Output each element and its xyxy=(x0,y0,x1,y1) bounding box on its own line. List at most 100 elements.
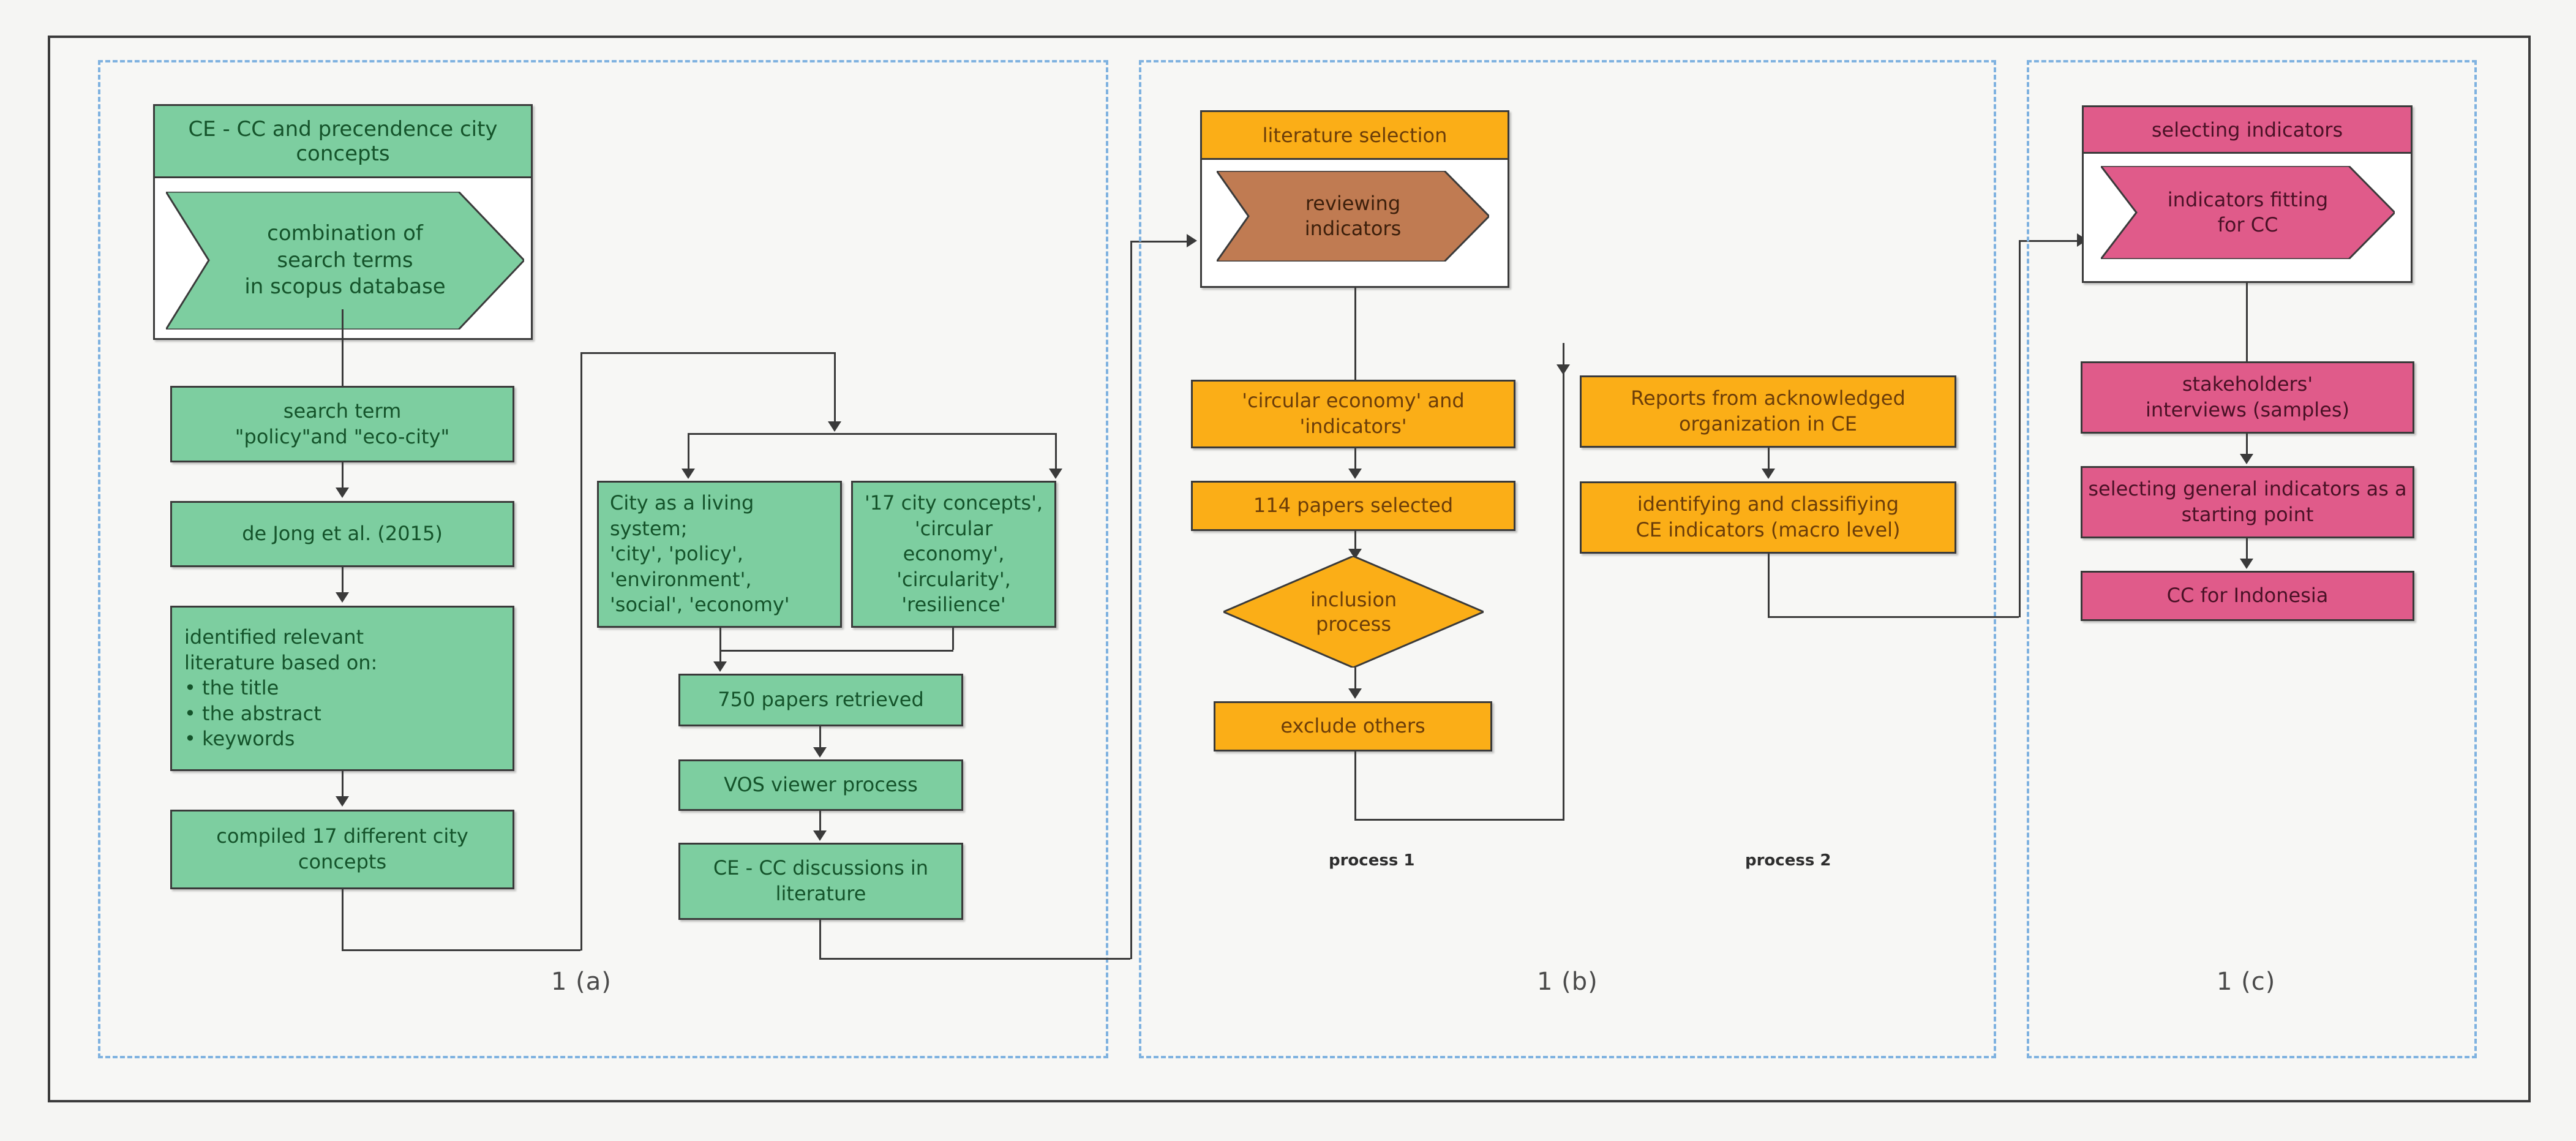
diamond-shape xyxy=(1223,556,1484,668)
node-stakeholders-interviews: stakeholders' interviews (samples) xyxy=(2081,361,2414,434)
connector-panelc-entry-right xyxy=(2019,240,2082,242)
group-header-label-b: literature selection xyxy=(1262,123,1448,147)
group-header-label: CE - CC and precendence city concepts xyxy=(188,116,498,166)
arrowhead-exclude xyxy=(1348,688,1362,699)
connector-panelc-entry-up xyxy=(2019,240,2021,617)
panel-1b xyxy=(1139,60,1996,1058)
node-search-term-label: search term "policy"and "eco-city" xyxy=(235,399,450,448)
panel-1b-label: 1 (b) xyxy=(1537,968,1598,996)
connector-cecc-up xyxy=(1130,241,1132,959)
arrowhead-concepts17 xyxy=(1049,469,1062,479)
chevron-reviewing-indicators: reviewing indicators xyxy=(1217,171,1489,262)
arrowhead-vos xyxy=(813,747,827,758)
arrowhead-city-living xyxy=(682,469,695,479)
chevron-shape xyxy=(166,192,524,329)
group-header-selecting-indicators: selecting indicators xyxy=(2084,107,2411,154)
connector-750-to-vos xyxy=(819,726,821,751)
node-circular-economy-label: 'circular economy' and 'indicators' xyxy=(1242,389,1465,438)
arrowhead-selecting-general xyxy=(2240,454,2253,464)
node-selecting-general-label: selecting general indicators as a starti… xyxy=(2088,477,2407,526)
node-selecting-general-indicators: selecting general indicators as a starti… xyxy=(2081,466,2414,538)
chevron-label-c: indicators fitting for CC xyxy=(2167,188,2329,236)
connector-top-rail xyxy=(580,352,834,354)
connector-17concepts-left xyxy=(719,650,953,652)
connector-identifying-down xyxy=(1768,554,1770,616)
connector-compiled-right xyxy=(342,949,580,951)
connector-cecc-to-reviewing xyxy=(1130,241,1192,243)
node-17-concepts-label: '17 city concepts', 'circular economy', … xyxy=(864,491,1043,617)
node-compiled-label: compiled 17 different city concepts xyxy=(216,824,468,873)
node-de-jong: de Jong et al. (2015) xyxy=(170,501,514,567)
connector-identified-to-compiled xyxy=(342,771,344,800)
connector-selectinggeneral-to-ccindonesia xyxy=(2246,538,2248,562)
node-de-jong-label: de Jong et al. (2015) xyxy=(242,522,443,546)
node-17-city-concepts: '17 city concepts', 'circular economy', … xyxy=(851,481,1056,628)
connector-cecc-right xyxy=(819,958,1130,960)
connector-cityliving-down xyxy=(719,628,721,666)
group-header-literature-selection: literature selection xyxy=(1202,112,1508,160)
node-city-living-label: City as a living system; 'city', 'policy… xyxy=(610,491,790,617)
node-cecc-discussions: CE - CC discussions in literature xyxy=(678,843,963,920)
chevron-indicators-fitting-for-cc: indicators fitting for CC xyxy=(2101,166,2395,259)
connector-exclude-right xyxy=(1354,819,1563,821)
connector-cecc-down xyxy=(819,920,821,958)
process-1-label: process 1 xyxy=(1329,851,1415,870)
node-city-as-living-system: City as a living system; 'city', 'policy… xyxy=(597,481,842,628)
node-search-term: search term "policy"and "eco-city" xyxy=(170,386,514,462)
connector-selecting-to-stakeholders xyxy=(2246,283,2248,361)
node-750-papers-retrieved: 750 papers retrieved xyxy=(678,674,963,726)
panel-1c-label: 1 (c) xyxy=(2217,968,2276,996)
decision-inclusion-process: inclusion process xyxy=(1223,556,1484,668)
connector-chevron-to-searchterm xyxy=(342,309,344,386)
connector-identifying-right xyxy=(1768,616,2019,618)
node-vos-viewer-process: VOS viewer process xyxy=(678,759,963,811)
group-ce-cc-precedence: CE - CC and precendence city concepts co… xyxy=(153,104,533,340)
arrowhead-reviewing-indicators xyxy=(1187,234,1197,247)
arrowhead-reports xyxy=(1556,364,1570,375)
connector-literaturesel-down xyxy=(1354,288,1356,380)
node-compiled-17-concepts: compiled 17 different city concepts xyxy=(170,810,514,889)
arrowhead-cecc-disc xyxy=(813,830,827,841)
node-exclude-others-label: exclude others xyxy=(1280,714,1425,738)
group-header-label-c: selecting indicators xyxy=(2151,118,2343,141)
node-exclude-others: exclude others xyxy=(1214,701,1492,751)
node-identifying-label: identifying and classifiying CE indicato… xyxy=(1635,492,1901,541)
connector-second-rail-right-drop xyxy=(1055,433,1057,473)
decision-inclusion-label: inclusion process xyxy=(1310,588,1397,636)
connector-compiled-down xyxy=(342,889,344,949)
connector-second-rail-left-drop xyxy=(688,433,689,473)
node-cc-indonesia-label: CC for Indonesia xyxy=(2166,584,2329,608)
connector-vos-to-cecc xyxy=(819,811,821,834)
connector-17concepts-down xyxy=(952,628,954,650)
node-114-papers-selected: 114 papers selected xyxy=(1191,481,1515,531)
connector-searchterm-to-dejong xyxy=(342,462,344,492)
node-cc-for-indonesia: CC for Indonesia xyxy=(2081,571,2414,621)
group-literature-selection: literature selection reviewing indicator… xyxy=(1200,110,1509,288)
connector-top-rail-drop xyxy=(834,352,836,426)
node-identifying-classifying-ce-indicators: identifying and classifiying CE indicato… xyxy=(1580,481,1956,554)
node-114-papers-label: 114 papers selected xyxy=(1253,494,1454,518)
connector-exclude-down xyxy=(1354,751,1356,819)
node-circular-economy-indicators: 'circular economy' and 'indicators' xyxy=(1191,380,1515,448)
panel-1c xyxy=(2027,60,2477,1058)
arrowhead-identifying xyxy=(1762,469,1775,479)
chevron-label: combination of search terms in scopus da… xyxy=(244,221,446,299)
chevron-shape-c xyxy=(2101,166,2395,259)
node-reports-acknowledged-org: Reports from acknowledged organization i… xyxy=(1580,375,1956,448)
node-stakeholders-label: stakeholders' interviews (samples) xyxy=(2145,372,2350,421)
node-identified-label: identified relevant literature based on:… xyxy=(184,625,378,751)
arrowhead-750-papers xyxy=(713,661,727,672)
node-750-papers-label: 750 papers retrieved xyxy=(718,688,924,712)
connector-reports-to-identifying xyxy=(1768,448,1770,472)
arrowhead-dejong xyxy=(336,488,349,498)
connector-second-rail xyxy=(688,433,1055,435)
connector-stakeholders-to-selectinggeneral xyxy=(2246,434,2248,457)
group-header-ce-cc-precedence: CE - CC and precendence city concepts xyxy=(155,106,531,178)
connector-keywords-to-114 xyxy=(1354,448,1356,472)
arrowhead-114-papers xyxy=(1348,469,1362,479)
node-reports-label: Reports from acknowledged organization i… xyxy=(1631,386,1906,435)
connector-dejong-to-identified xyxy=(342,567,344,597)
process-2-label: process 2 xyxy=(1745,851,1831,870)
panel-1a-label: 1 (a) xyxy=(551,968,612,996)
